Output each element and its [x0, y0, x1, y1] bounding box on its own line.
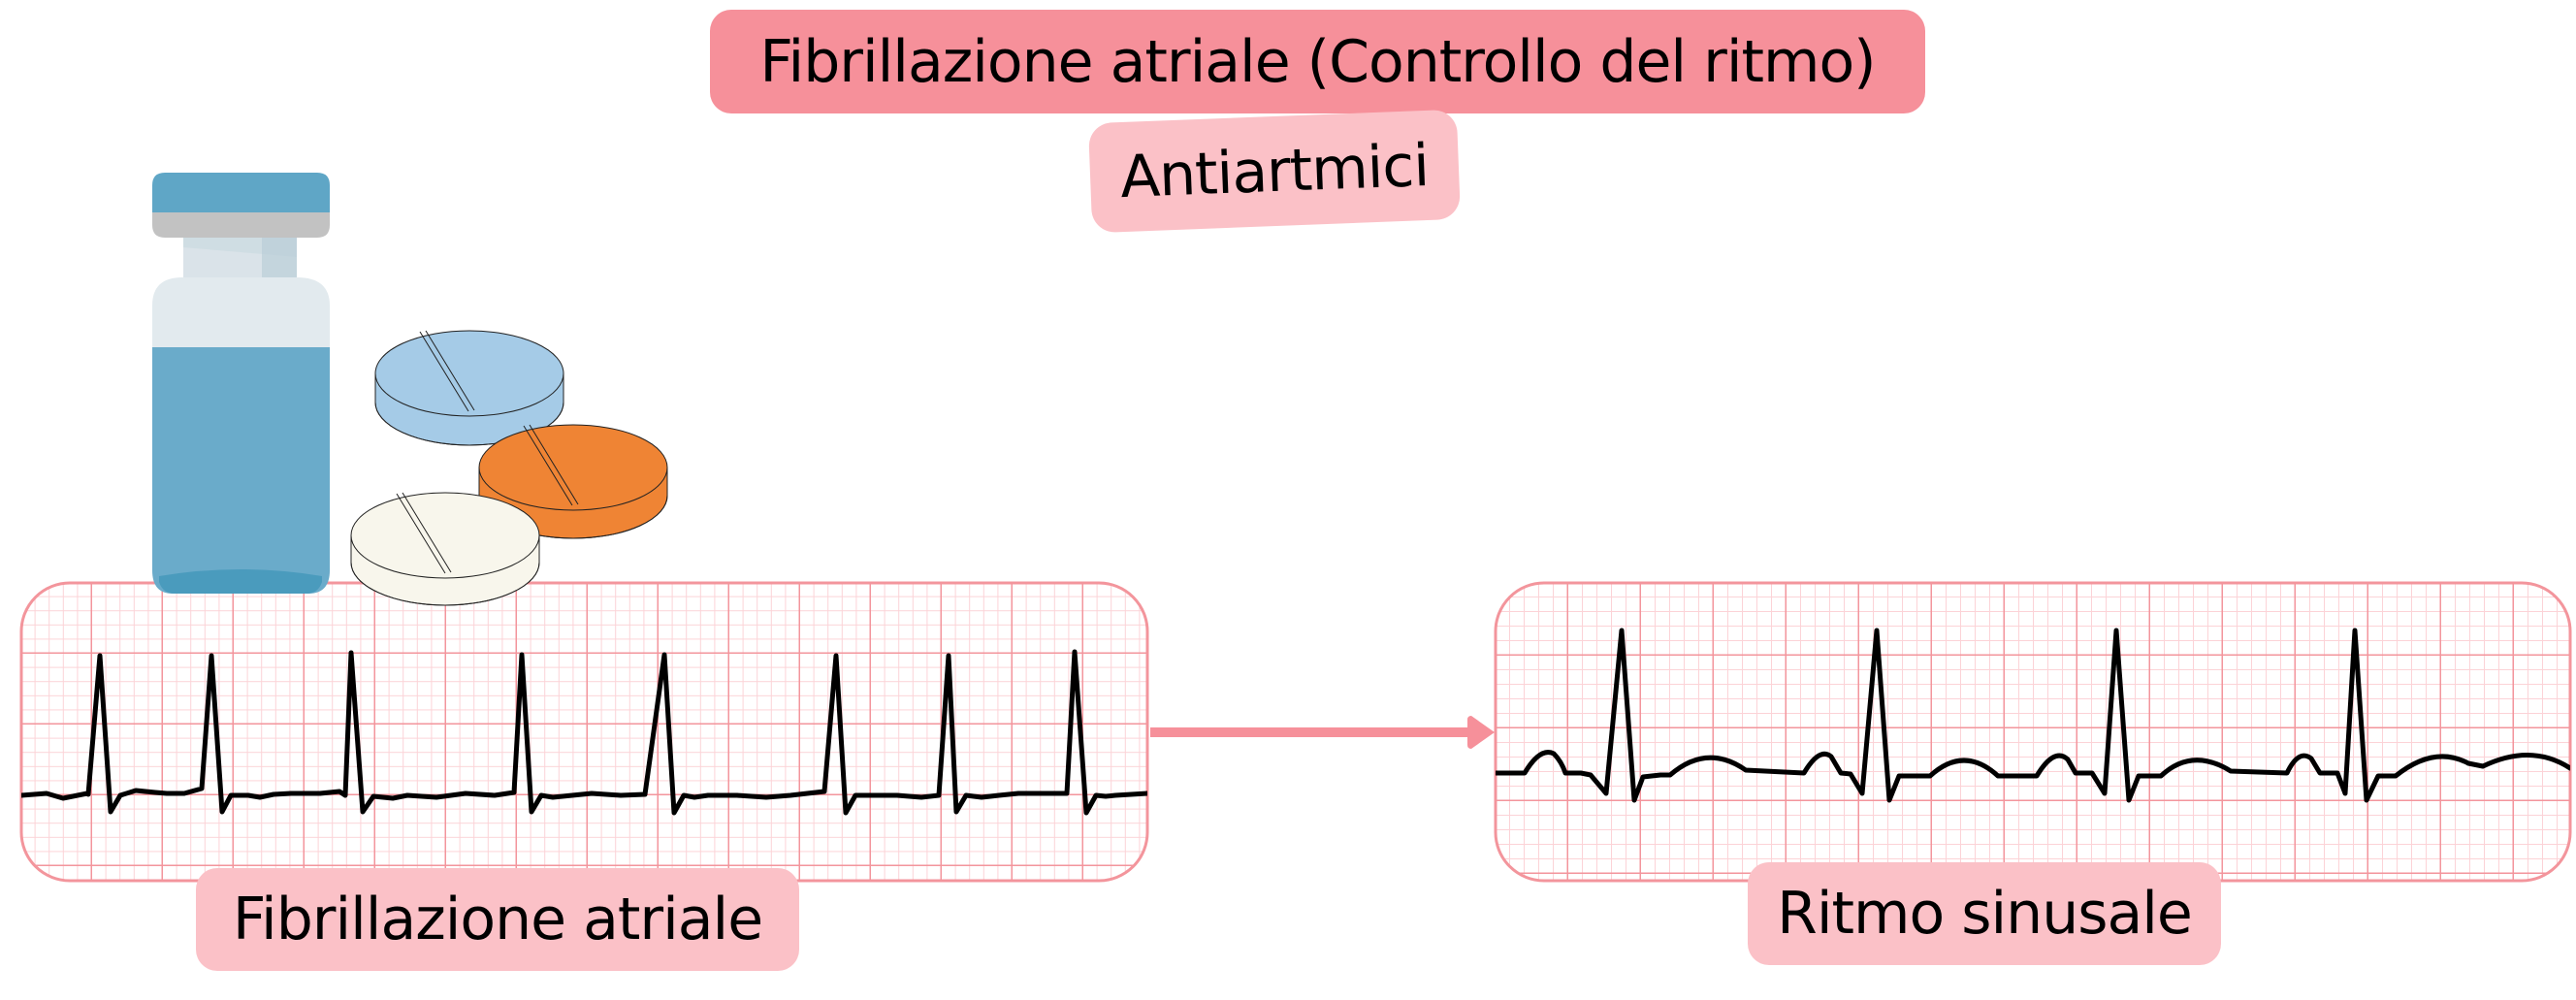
ecg-panel-sinus-rhythm: [1494, 581, 2572, 883]
arrow-right-icon: [1150, 716, 1495, 749]
ecg-trace-irregular: [21, 649, 1147, 816]
label-atrial-fibrillation: Fibrillazione atriale: [196, 868, 799, 971]
page-title: Fibrillazione atriale (Controllo del rit…: [710, 10, 1925, 113]
label-sinus-rhythm: Ritmo sinusale: [1748, 862, 2221, 965]
vial-icon: [152, 173, 330, 594]
ecg-panel-atrial-fibrillation: [19, 581, 1149, 883]
ecg-trace-regular: [1496, 628, 2570, 803]
pill-blue-icon: [374, 330, 564, 446]
pill-white-icon: [350, 492, 540, 606]
subtitle-antiarrhythmics: Antiartmici: [1087, 109, 1462, 234]
